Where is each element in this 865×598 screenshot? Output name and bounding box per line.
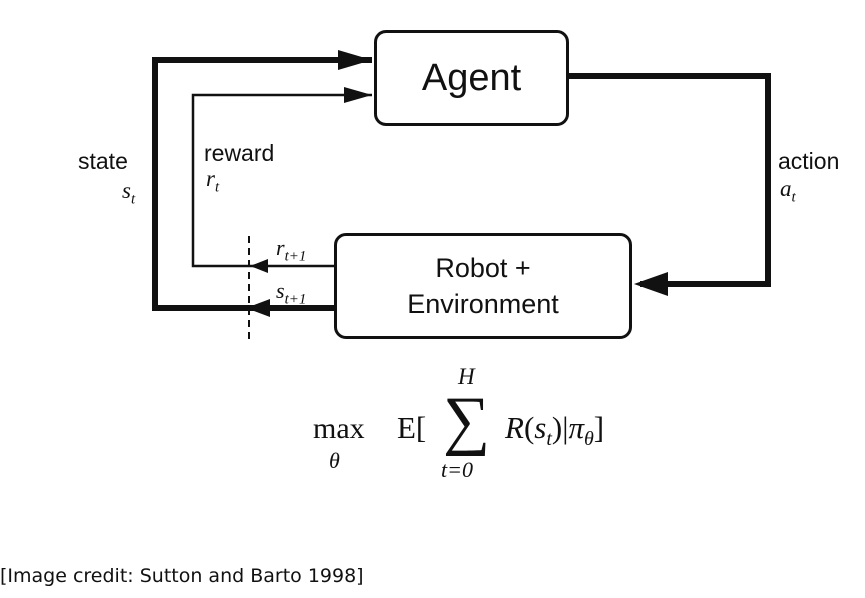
objective-equation: max θ E[ H ∑ t=0 R(st)|πθ] [305,362,685,492]
agent-label: Agent [421,56,522,99]
reward-arrowhead [344,87,372,103]
next-reward-arrowhead [250,259,268,273]
state-label: state [78,148,128,174]
equation-sum-lower: t=0 [441,457,473,482]
action-arrow [569,73,771,287]
environment-label-line1: Robot + [435,253,531,283]
action-label: action [778,148,840,174]
next-reward-symbol: rt+1 [276,235,307,265]
next-state-symbol: st+1 [276,278,307,308]
reward-symbol: rt [206,166,220,196]
state-arrowhead [338,50,372,70]
equation-max: max [313,412,365,445]
action-arrowhead [634,272,668,296]
next-state-arrowhead [246,299,270,317]
action-symbol: at [780,176,796,206]
environment-box: Robot + Environment [334,233,632,339]
image-credit: [Image credit: Sutton and Barto 1998] [0,565,364,587]
reward-label: reward [204,140,275,166]
equation-body: R(st)|πθ] [505,410,605,451]
state-symbol: st [122,178,136,208]
equation-expectation: E[ [397,410,427,445]
state-arrow [152,57,372,311]
rl-loop-diagram [152,50,771,342]
environment-label-line2: Environment [407,289,559,319]
equation-max-subscript: θ [329,448,340,473]
agent-box: Agent [374,30,569,126]
equation-sum-upper: H [458,364,475,389]
equation-sum-symbol: ∑ [443,384,491,457]
